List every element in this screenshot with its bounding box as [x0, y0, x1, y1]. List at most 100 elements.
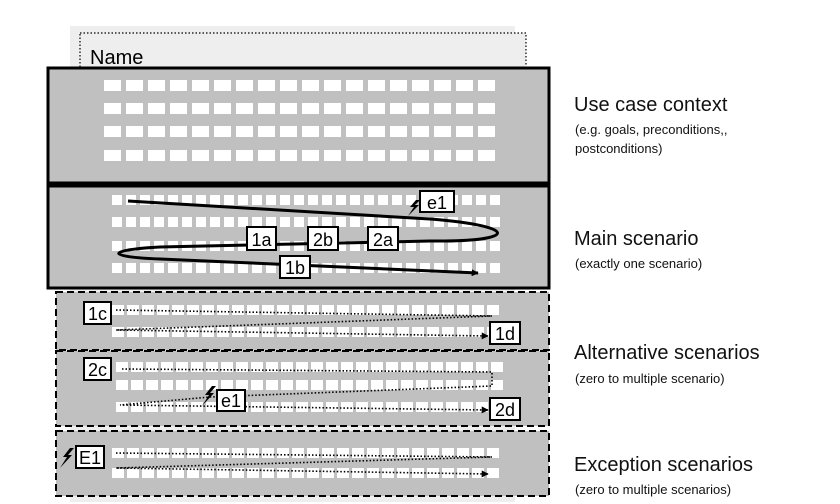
template-cell: [307, 448, 319, 458]
template-cell: [322, 263, 332, 273]
template-cell: [341, 362, 353, 372]
template-cell: [294, 217, 304, 227]
template-cell: [258, 150, 275, 161]
tag-main-1a: 1a: [246, 226, 277, 251]
exception-flow-line: [115, 452, 493, 478]
tag-alt-1c-text: 1c: [88, 304, 107, 324]
template-cell: [476, 217, 486, 227]
template-cell: [461, 402, 473, 412]
template-cell: [224, 263, 234, 273]
template-cell: [217, 448, 229, 458]
template-cell: [368, 80, 385, 91]
template-cell: [191, 380, 203, 390]
template-cell: [292, 448, 304, 458]
template-cell: [266, 402, 278, 412]
template-cell: [236, 380, 248, 390]
template-cell: [238, 217, 248, 227]
template-cell: [296, 380, 308, 390]
template-cell: [280, 80, 297, 91]
template-cell: [434, 217, 444, 227]
tag-exc-E1: E1: [75, 445, 105, 469]
template-cell: [356, 362, 368, 372]
template-cell: [104, 103, 121, 114]
template-cell: [308, 263, 318, 273]
template-cell: [350, 195, 360, 205]
template-cell: [490, 263, 500, 273]
template-cell: [442, 448, 454, 458]
template-cell: [350, 241, 360, 251]
alternative-scenario-panel-1: [55, 291, 550, 351]
template-cell: [416, 402, 428, 412]
template-cell: [308, 217, 318, 227]
template-cell: [280, 195, 290, 205]
template-cell: [476, 380, 488, 390]
template-cell: [140, 263, 150, 273]
template-cell: [247, 468, 259, 478]
template-cell: [412, 448, 424, 458]
exc-e1-lightning-icon: [60, 448, 74, 468]
template-cell: [367, 305, 379, 315]
template-cell: [236, 80, 253, 91]
exception-section-title: Exception scenarios: [574, 454, 753, 476]
template-cell: [427, 327, 439, 337]
template-cell: [322, 448, 334, 458]
template-cell: [104, 150, 121, 161]
template-cell: [378, 195, 388, 205]
template-cell: [442, 305, 454, 315]
template-cell: [196, 217, 206, 227]
template-cell: [262, 305, 274, 315]
template-cell: [431, 402, 443, 412]
template-cell: [217, 305, 229, 315]
template-cell: [182, 217, 192, 227]
template-cell: [154, 217, 164, 227]
main-scenario-flow-line: [117, 199, 499, 277]
template-cell: [397, 448, 409, 458]
tag-main-2a-text: 2a: [373, 230, 394, 250]
tag-main-2b-text: 2b: [313, 230, 333, 250]
template-cell: [280, 150, 297, 161]
template-cell: [127, 327, 139, 337]
template-cell: [126, 150, 143, 161]
template-cell: [401, 402, 413, 412]
template-cell: [116, 380, 128, 390]
template-cell: [262, 468, 274, 478]
template-cell: [280, 217, 290, 227]
template-cell: [157, 327, 169, 337]
template-cell: [367, 448, 379, 458]
tag-main-1b: 1b: [279, 255, 311, 279]
tag-exc-E1-text: E1: [79, 448, 101, 468]
template-cell: [382, 305, 394, 315]
template-cell: [420, 217, 430, 227]
template-cell: [457, 327, 469, 337]
template-cell: [292, 327, 304, 337]
template-cell: [206, 380, 218, 390]
template-cell: [131, 362, 143, 372]
template-cell: [232, 468, 244, 478]
template-cell: [456, 150, 473, 161]
template-cell: [281, 362, 293, 372]
template-cell: [346, 103, 363, 114]
template-cell: [127, 468, 139, 478]
template-cell: [232, 305, 244, 315]
template-cell: [324, 80, 341, 91]
alternative-flow-line-1: [115, 309, 493, 340]
template-cell: [292, 468, 304, 478]
template-cell: [412, 80, 429, 91]
template-cell: [172, 327, 184, 337]
template-cell: [302, 126, 319, 137]
template-cell: [412, 305, 424, 315]
template-cell: [311, 380, 323, 390]
template-cell: [490, 217, 500, 227]
template-cell: [367, 468, 379, 478]
tag-alt-1d-text: 1d: [495, 324, 515, 344]
template-cell: [210, 195, 220, 205]
template-cell: [490, 241, 500, 251]
template-cell: [448, 263, 458, 273]
template-cell: [126, 241, 136, 251]
template-cell: [176, 362, 188, 372]
template-cell: [462, 241, 472, 251]
template-cell: [277, 448, 289, 458]
template-cell: [491, 380, 503, 390]
template-cell: [371, 402, 383, 412]
